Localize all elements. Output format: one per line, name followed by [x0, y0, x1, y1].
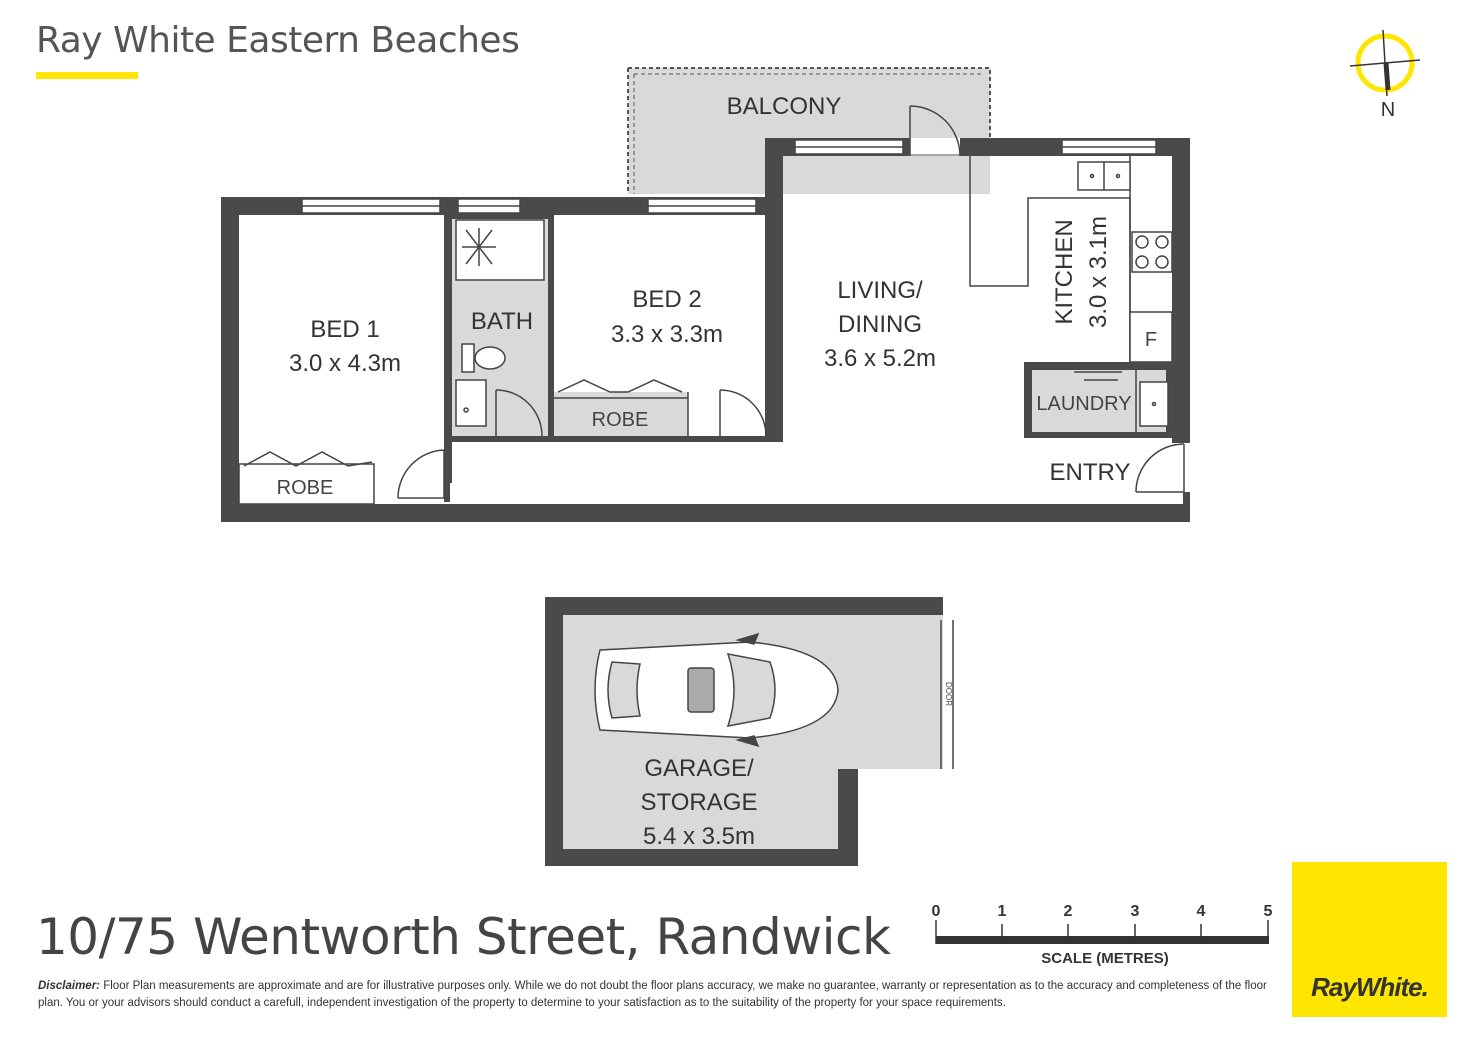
bath-fixtures	[455, 219, 545, 437]
property-address: 10/75 Wentworth Street, Randwick	[36, 908, 891, 966]
ray-white-logo: RayWhite.	[1292, 862, 1447, 1017]
compass-north-label: N	[1381, 99, 1395, 121]
scale-tick-2: 2	[1064, 903, 1073, 920]
compass-icon: N	[1349, 29, 1421, 121]
fridge-label: F	[1145, 329, 1157, 351]
living-label-2: DINING	[838, 311, 922, 338]
living-size: 3.6 x 5.2m	[824, 345, 936, 372]
laundry-label: LAUNDRY	[1036, 393, 1131, 415]
scale-tick-4: 4	[1197, 903, 1206, 920]
bed1-door	[397, 449, 448, 499]
robe-2: ROBE	[554, 379, 689, 436]
disclaimer-text: Floor Plan measurements are approximate …	[38, 980, 1267, 1009]
kitchen-size: 3.0 x 3.1m	[1085, 216, 1112, 328]
scale-tick-1: 1	[998, 903, 1007, 920]
bath-label: BATH	[471, 308, 533, 335]
scale-tick-5: 5	[1264, 903, 1273, 920]
scale-bar: 0 1 2 3 4 5	[932, 903, 1273, 944]
agency-underline	[36, 72, 138, 79]
garage: DOOR GARAGE/ STORAGE 5.4 x 3.5m	[545, 597, 954, 869]
windows	[301, 139, 1157, 214]
bed2-label: BED 2	[632, 286, 701, 313]
scale-label: SCALE (METRES)	[1041, 950, 1169, 967]
agency-name: Ray White Eastern Beaches	[36, 20, 520, 61]
entry-label: ENTRY	[1050, 459, 1131, 486]
garage-size: 5.4 x 3.5m	[643, 823, 755, 850]
garage-door-label: DOOR	[944, 682, 953, 706]
robe1-label: ROBE	[277, 477, 334, 499]
bed1-size: 3.0 x 4.3m	[289, 350, 401, 377]
robe-1: ROBE	[238, 451, 375, 505]
balcony: BALCONY	[627, 67, 991, 194]
bed2-size: 3.3 x 3.3m	[611, 321, 723, 348]
scale-tick-0: 0	[932, 903, 941, 920]
kitchen-label: KITCHEN	[1051, 219, 1078, 324]
disclaimer-label: Disclaimer:	[38, 980, 101, 992]
interior-walls	[444, 215, 1172, 502]
garage-label-1: GARAGE/	[644, 755, 754, 782]
logo-text: RayWhite.	[1311, 972, 1429, 1002]
balcony-door	[909, 105, 961, 157]
garage-label-2: STORAGE	[641, 789, 758, 816]
laundry-fixtures: LAUNDRY	[1036, 370, 1169, 432]
bed2-door	[719, 389, 767, 437]
bed1-label: BED 1	[310, 316, 379, 343]
living-label-1: LIVING/	[837, 277, 923, 304]
car-icon	[594, 632, 839, 748]
disclaimer: Disclaimer: Floor Plan measurements are …	[38, 978, 1278, 1012]
scale-tick-3: 3	[1131, 903, 1140, 920]
entry-door	[1135, 443, 1190, 493]
robe2-floor	[554, 392, 688, 438]
balcony-label: BALCONY	[727, 93, 842, 120]
robe2-label: ROBE	[592, 409, 649, 431]
kitchen-fixtures: F	[969, 156, 1173, 363]
